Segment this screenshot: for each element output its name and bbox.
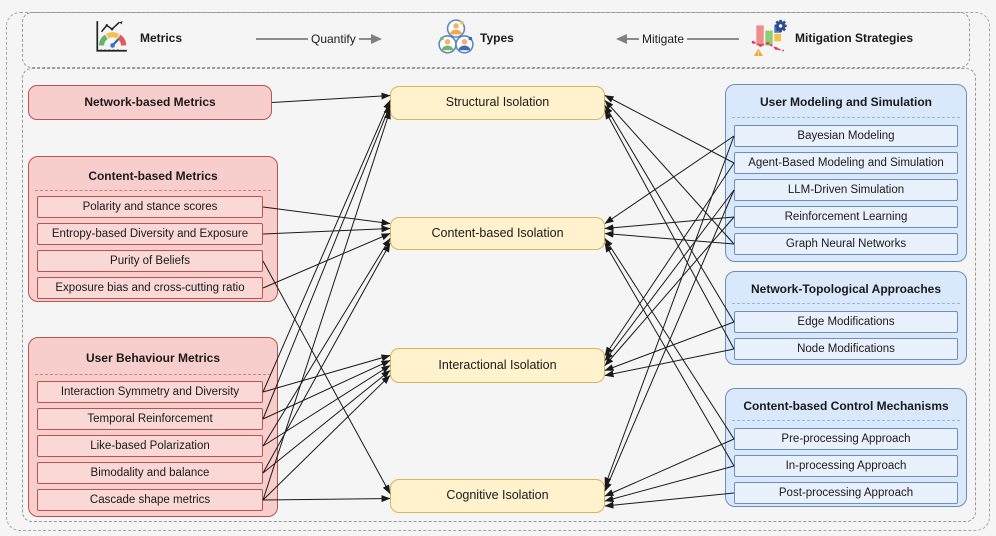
strategy-item-pre-processing: Pre-processing Approach [734, 428, 958, 450]
strategy-item-edge-modifications: Edge Modifications [734, 311, 958, 333]
mitigate-label: Mitigate [642, 32, 685, 46]
quantify-arrowhead-icon [370, 34, 382, 44]
network-topological-separator [732, 303, 960, 304]
strategy-item-bayesian: Bayesian Modeling [734, 125, 958, 147]
content-based-metrics-separator [35, 190, 271, 191]
metric-item-entropy: Entropy-based Diversity and Exposure [37, 223, 263, 245]
quantify-line-right [358, 38, 371, 40]
quantify-line-left [256, 38, 308, 40]
user-behaviour-metrics-separator [35, 374, 271, 375]
metric-item-exposure-bias: Exposure bias and cross-cutting ratio [37, 277, 263, 299]
types-header-label: Types [480, 31, 514, 45]
mitigate-connector: Mitigate [616, 32, 740, 46]
network-topological-title: Network-Topological Approaches [750, 282, 942, 296]
quantify-label: Quantify [311, 32, 356, 46]
content-based-metrics-title: Content-based Metrics [88, 169, 218, 183]
strategy-item-in-processing: In-processing Approach [734, 455, 958, 477]
quantify-connector: Quantify [256, 32, 382, 46]
content-control-title: Content-based Control Mechanisms [743, 399, 949, 413]
type-structural-isolation: Structural Isolation [390, 86, 605, 120]
type-content-isolation: Content-based Isolation [390, 217, 605, 250]
strategy-item-agent-based: Agent-Based Modeling and Simulation [734, 152, 958, 174]
type-cognitive-isolation: Cognitive Isolation [390, 479, 605, 513]
strategy-item-llm-simulation: LLM-Driven Simulation [734, 179, 958, 201]
metrics-header-label: Metrics [140, 31, 183, 45]
user-modeling-separator [732, 117, 960, 118]
user-modeling-title: User Modeling and Simulation [759, 95, 932, 109]
strategy-item-reinforcement: Reinforcement Learning [734, 206, 958, 228]
mitigation-strategies-icon: ! [751, 19, 787, 56]
strategy-item-post-processing: Post-processing Approach [734, 482, 958, 504]
mitigate-line-left [627, 38, 639, 40]
mitigation-header-label: Mitigation Strategies [795, 31, 914, 45]
metric-item-polarity: Polarity and stance scores [37, 196, 263, 218]
metrics-gauge-icon [96, 21, 127, 52]
user-behaviour-metrics-title: User Behaviour Metrics [85, 351, 221, 365]
metric-item-cascade: Cascade shape metrics [37, 489, 263, 511]
metric-network-based: Network-based Metrics [28, 85, 272, 120]
metric-item-purity: Purity of Beliefs [37, 250, 263, 272]
svg-text:!: ! [757, 50, 759, 56]
mitigate-arrowhead-icon [616, 34, 627, 44]
mitigate-line-right [687, 38, 740, 40]
strategy-item-graph-neural: Graph Neural Networks [734, 233, 958, 255]
metric-item-temporal: Temporal Reinforcement [37, 408, 263, 430]
content-control-separator [732, 420, 960, 421]
metric-item-interaction-symmetry: Interaction Symmetry and Diversity [37, 381, 263, 403]
type-interactional-isolation: Interactional Isolation [390, 348, 605, 383]
metric-item-bimodality: Bimodality and balance [37, 462, 263, 484]
types-users-icon [438, 19, 474, 54]
strategy-item-node-modifications: Node Modifications [734, 338, 958, 360]
metric-item-like-based: Like-based Polarization [37, 435, 263, 457]
